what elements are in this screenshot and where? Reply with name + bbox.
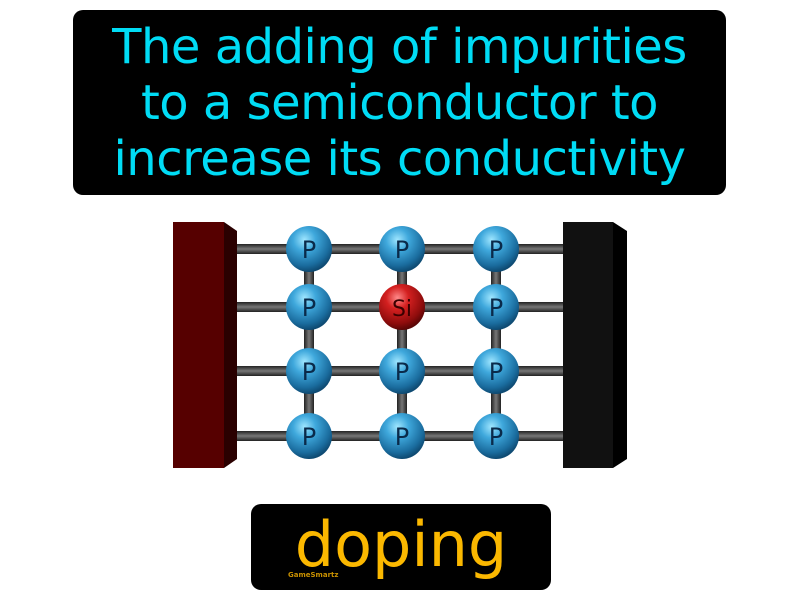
svg-text:P: P — [395, 236, 409, 264]
definition-line-1: The adding of impurities — [112, 18, 687, 75]
si-atom: Si — [379, 284, 425, 330]
p-atom: P — [286, 413, 332, 459]
term-box: doping GameSmartz — [251, 504, 551, 590]
p-atom: P — [379, 226, 425, 272]
svg-text:P: P — [302, 236, 316, 264]
term-word: doping — [294, 508, 508, 581]
p-atom: P — [473, 348, 519, 394]
vertical-bonds — [304, 249, 501, 436]
svg-text:P: P — [395, 358, 409, 386]
definition-box: The adding of impurities to a semiconduc… — [73, 10, 726, 195]
svg-text:P: P — [489, 294, 503, 322]
svg-text:P: P — [489, 358, 503, 386]
definition-line-2: to a semiconductor to — [140, 74, 659, 131]
svg-text:P: P — [489, 423, 503, 451]
svg-text:Si: Si — [392, 297, 412, 322]
svg-text:P: P — [302, 358, 316, 386]
svg-text:P: P — [302, 294, 316, 322]
p-atom: P — [473, 226, 519, 272]
p-atom: P — [473, 413, 519, 459]
p-atom: P — [379, 348, 425, 394]
atoms: P P P P Si P P P P P P P — [286, 226, 519, 459]
left-terminal — [173, 222, 237, 468]
brand-label: GameSmartz — [288, 571, 339, 579]
right-terminal — [563, 222, 627, 468]
svg-text:P: P — [395, 423, 409, 451]
p-atom: P — [286, 284, 332, 330]
p-atom: P — [379, 413, 425, 459]
svg-text:P: P — [489, 236, 503, 264]
definition-line-3: increase its conductivity — [113, 130, 686, 187]
p-atom: P — [286, 348, 332, 394]
p-atom: P — [473, 284, 519, 330]
svg-text:P: P — [302, 423, 316, 451]
p-atom: P — [286, 226, 332, 272]
